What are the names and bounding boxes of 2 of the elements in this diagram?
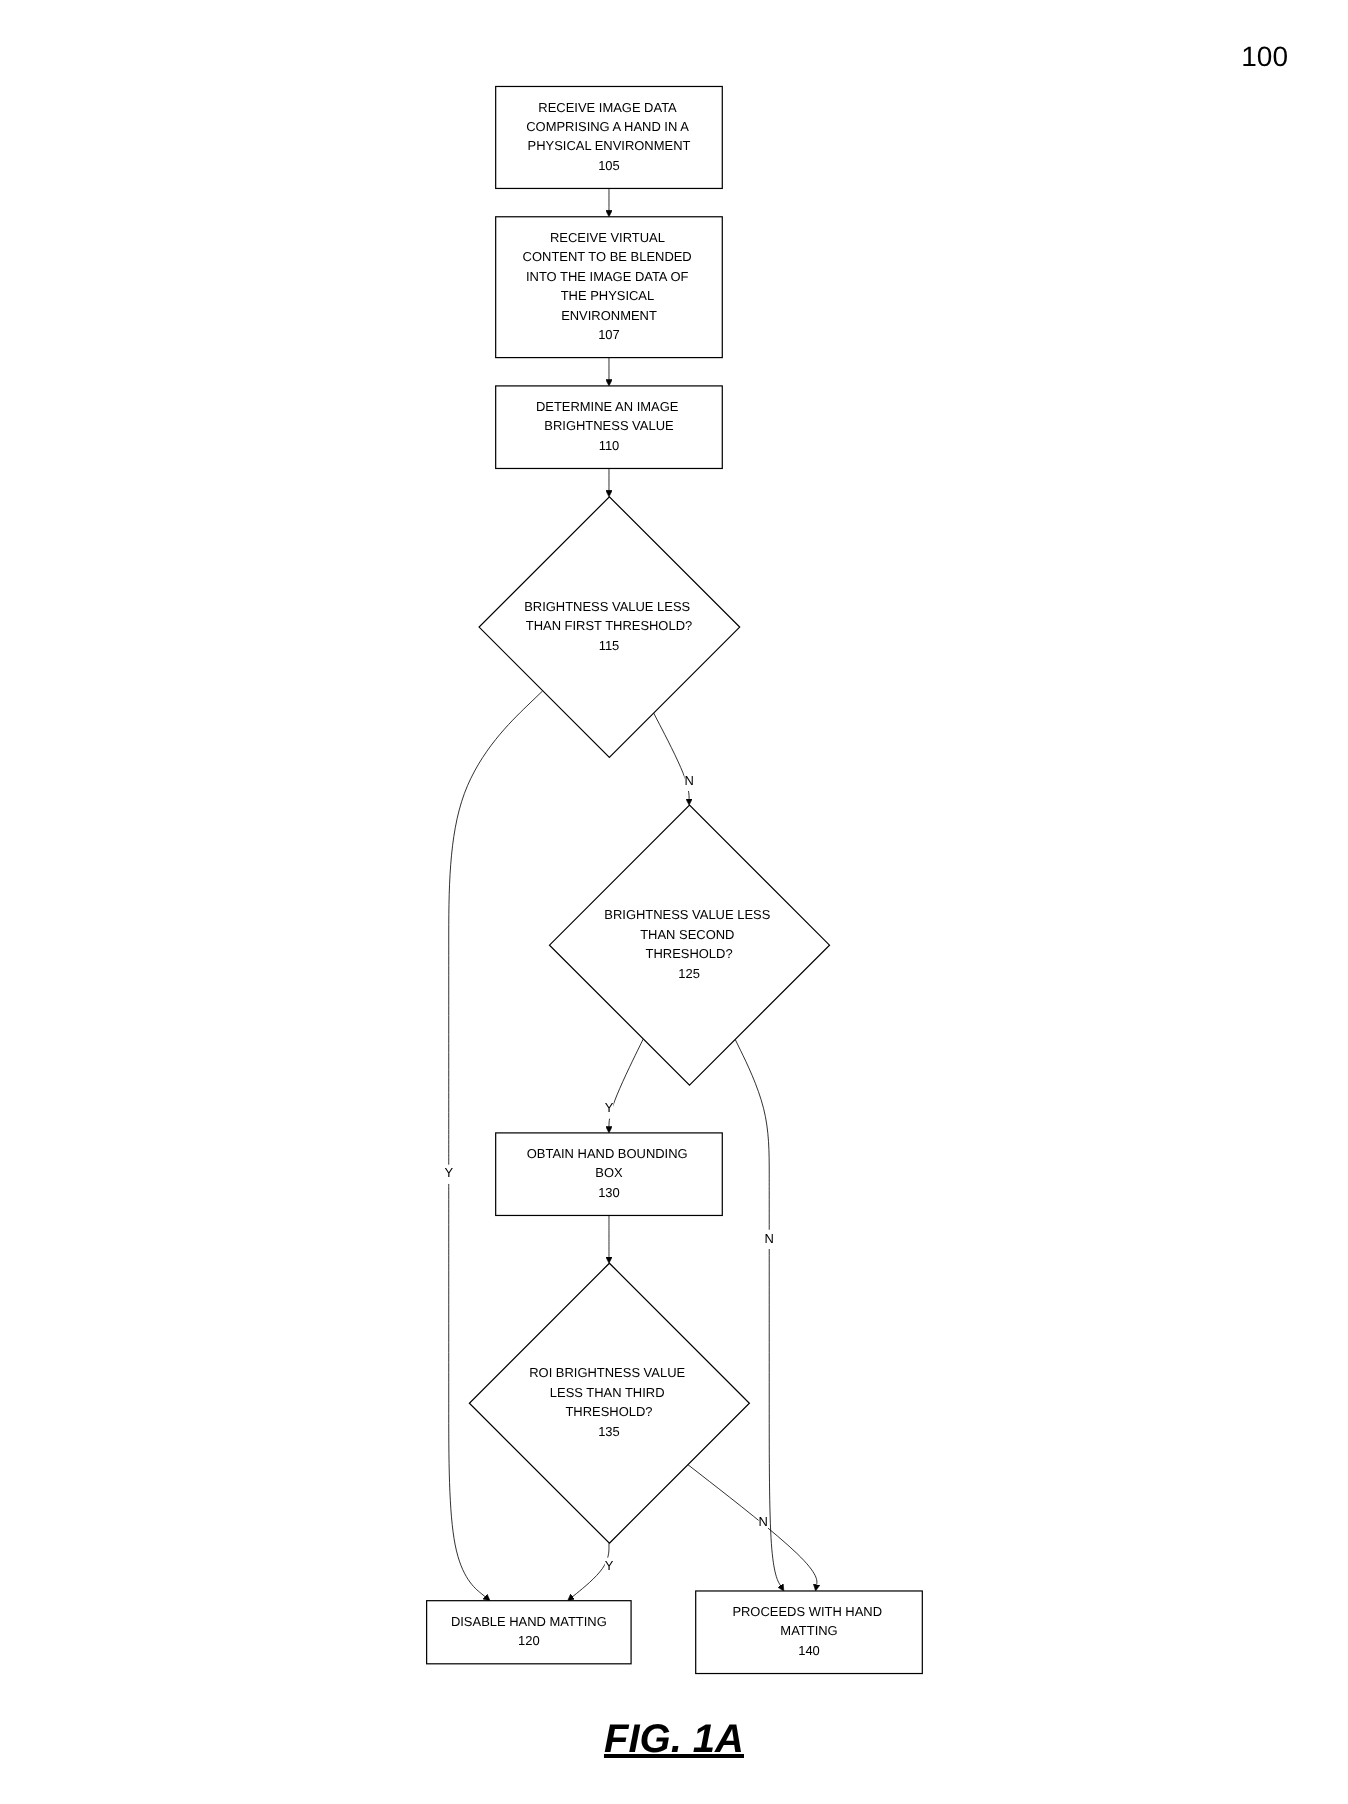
reference-number: 100 — [1241, 40, 1288, 72]
figure-caption: FIG. 1A — [601, 1718, 746, 1764]
